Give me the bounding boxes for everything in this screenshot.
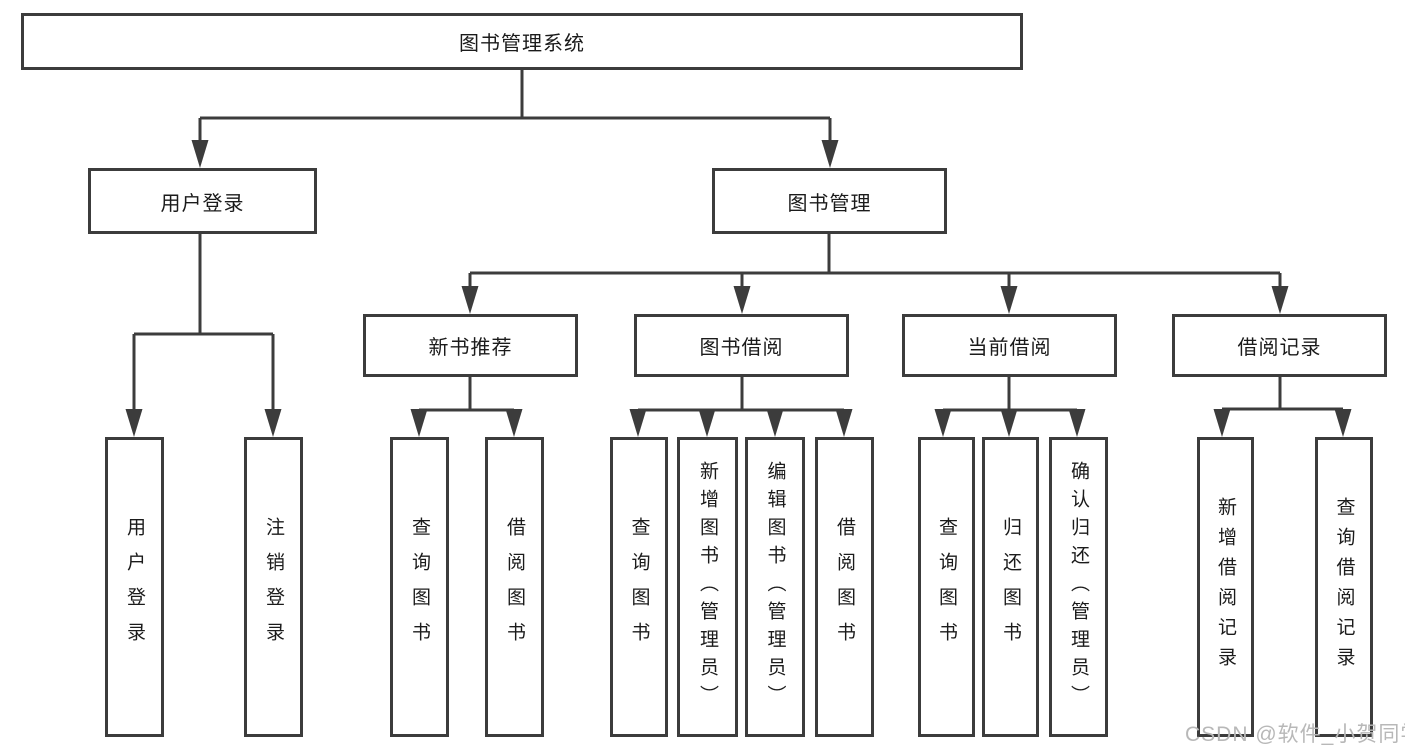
node-user-login: 用户登录 — [88, 168, 317, 234]
node-book-borrowing: 图书借阅 — [634, 314, 849, 377]
node-new-book-recommendation-label: 新书推荐 — [428, 337, 513, 359]
leaf-current-query-books-label: 查询图书 — [936, 517, 957, 657]
node-borrowing-records-label: 借阅记录 — [1237, 337, 1322, 359]
node-book-borrowing-label: 图书借阅 — [699, 337, 784, 359]
node-user-login-label: 用户登录 — [160, 192, 245, 215]
leaf-current-return-books: 归还图书 — [982, 437, 1039, 737]
leaf-current-confirm-return-admin-label: 确认归还（管理员） — [1068, 461, 1089, 713]
leaf-user-login: 用户登录 — [105, 437, 164, 737]
node-current-borrowing-label: 当前借阅 — [967, 337, 1052, 359]
node-library-system: 图书管理系统 — [21, 13, 1023, 70]
leaf-borrowing-add-books-admin-label: 新增图书（管理员） — [697, 461, 718, 713]
node-book-management-label: 图书管理 — [787, 192, 872, 215]
leaf-logout: 注销登录 — [244, 437, 303, 737]
leaf-recommend-query-books-label: 查询图书 — [409, 517, 430, 657]
leaf-borrowing-edit-books-admin-label: 编辑图书（管理员） — [764, 461, 786, 713]
node-new-book-recommendation: 新书推荐 — [363, 314, 578, 377]
leaf-logout-label: 注销登录 — [263, 517, 284, 657]
leaf-current-confirm-return-admin: 确认归还（管理员） — [1049, 437, 1108, 737]
leaf-user-login-label: 用户登录 — [124, 517, 145, 657]
node-book-management: 图书管理 — [712, 168, 947, 234]
node-borrowing-records: 借阅记录 — [1172, 314, 1387, 377]
leaf-borrowing-query-books: 查询图书 — [610, 437, 668, 737]
leaf-records-query-borrow-record-label: 查询借阅记录 — [1333, 497, 1355, 677]
leaf-borrowing-borrow-books: 借阅图书 — [815, 437, 874, 737]
leaf-records-add-borrow-record-label: 新增借阅记录 — [1215, 497, 1236, 677]
leaf-borrowing-add-books-admin: 新增图书（管理员） — [677, 437, 738, 737]
csdn-watermark: CSDN @软件_小贺同学 — [1185, 723, 1405, 746]
leaf-borrowing-edit-books-admin: 编辑图书（管理员） — [745, 437, 805, 737]
leaf-current-return-books-label: 归还图书 — [1000, 517, 1021, 657]
leaf-borrowing-query-books-label: 查询图书 — [628, 517, 650, 657]
leaf-records-query-borrow-record: 查询借阅记录 — [1315, 437, 1373, 737]
leaf-borrowing-borrow-books-label: 借阅图书 — [834, 517, 855, 657]
node-library-system-label: 图书管理系统 — [459, 33, 585, 55]
leaf-recommend-query-books: 查询图书 — [390, 437, 449, 737]
leaf-records-add-borrow-record: 新增借阅记录 — [1197, 437, 1254, 737]
leaf-recommend-borrow-books-label: 借阅图书 — [504, 517, 525, 657]
leaf-current-query-books: 查询图书 — [918, 437, 975, 737]
node-current-borrowing: 当前借阅 — [902, 314, 1117, 377]
leaf-recommend-borrow-books: 借阅图书 — [485, 437, 544, 737]
